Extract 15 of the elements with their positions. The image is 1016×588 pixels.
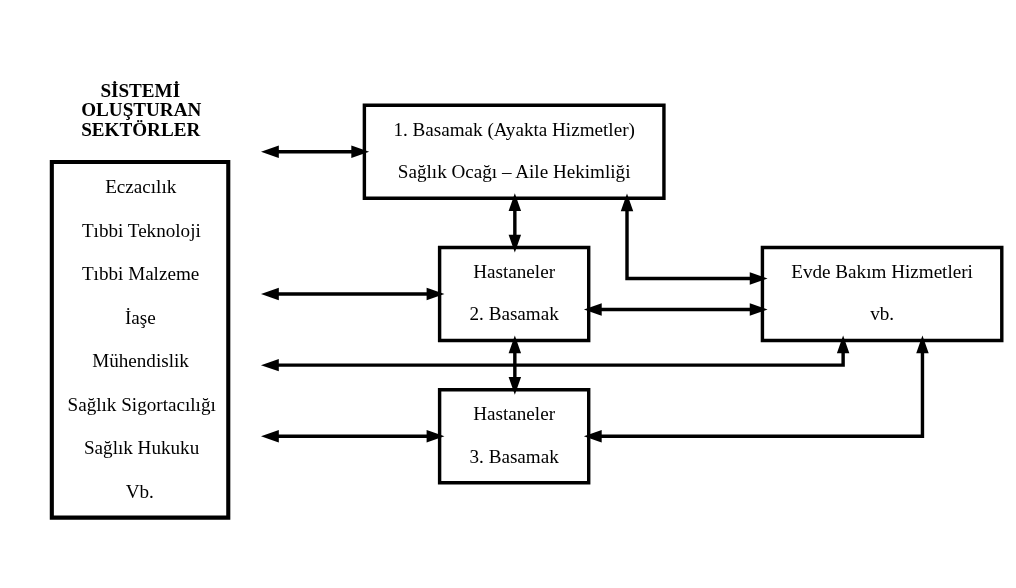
arrow bbox=[583, 335, 929, 443]
node-box: Hastaneler 2. Basamak bbox=[437, 245, 591, 343]
node-box: 1. Basamak (Ayakta Hizmetler) Sağlık Ocağı – Aile Hekimliği bbox=[362, 103, 666, 200]
node-box: Evde Bakım Hizmetleri vb. bbox=[760, 245, 1004, 343]
node-box: Eczacılık Tıbbi Teknoloji Tıbbi Malzeme İaşe Mühendislik Sağlık Sigortacılığı Sağlık Hukuku Vb. bbox=[49, 159, 231, 520]
arrow bbox=[620, 193, 768, 285]
arrow bbox=[583, 303, 768, 316]
arrow bbox=[261, 145, 370, 158]
arrow bbox=[260, 335, 850, 372]
arrow bbox=[261, 430, 445, 443]
arrow bbox=[508, 335, 522, 395]
node-label: SİSTEMİ OLUŞTURAN SEKTÖRLER bbox=[81, 80, 202, 140]
node-box: Hastaneler 3. Basamak bbox=[437, 388, 591, 485]
arrow bbox=[508, 193, 522, 253]
arrow bbox=[261, 287, 445, 301]
